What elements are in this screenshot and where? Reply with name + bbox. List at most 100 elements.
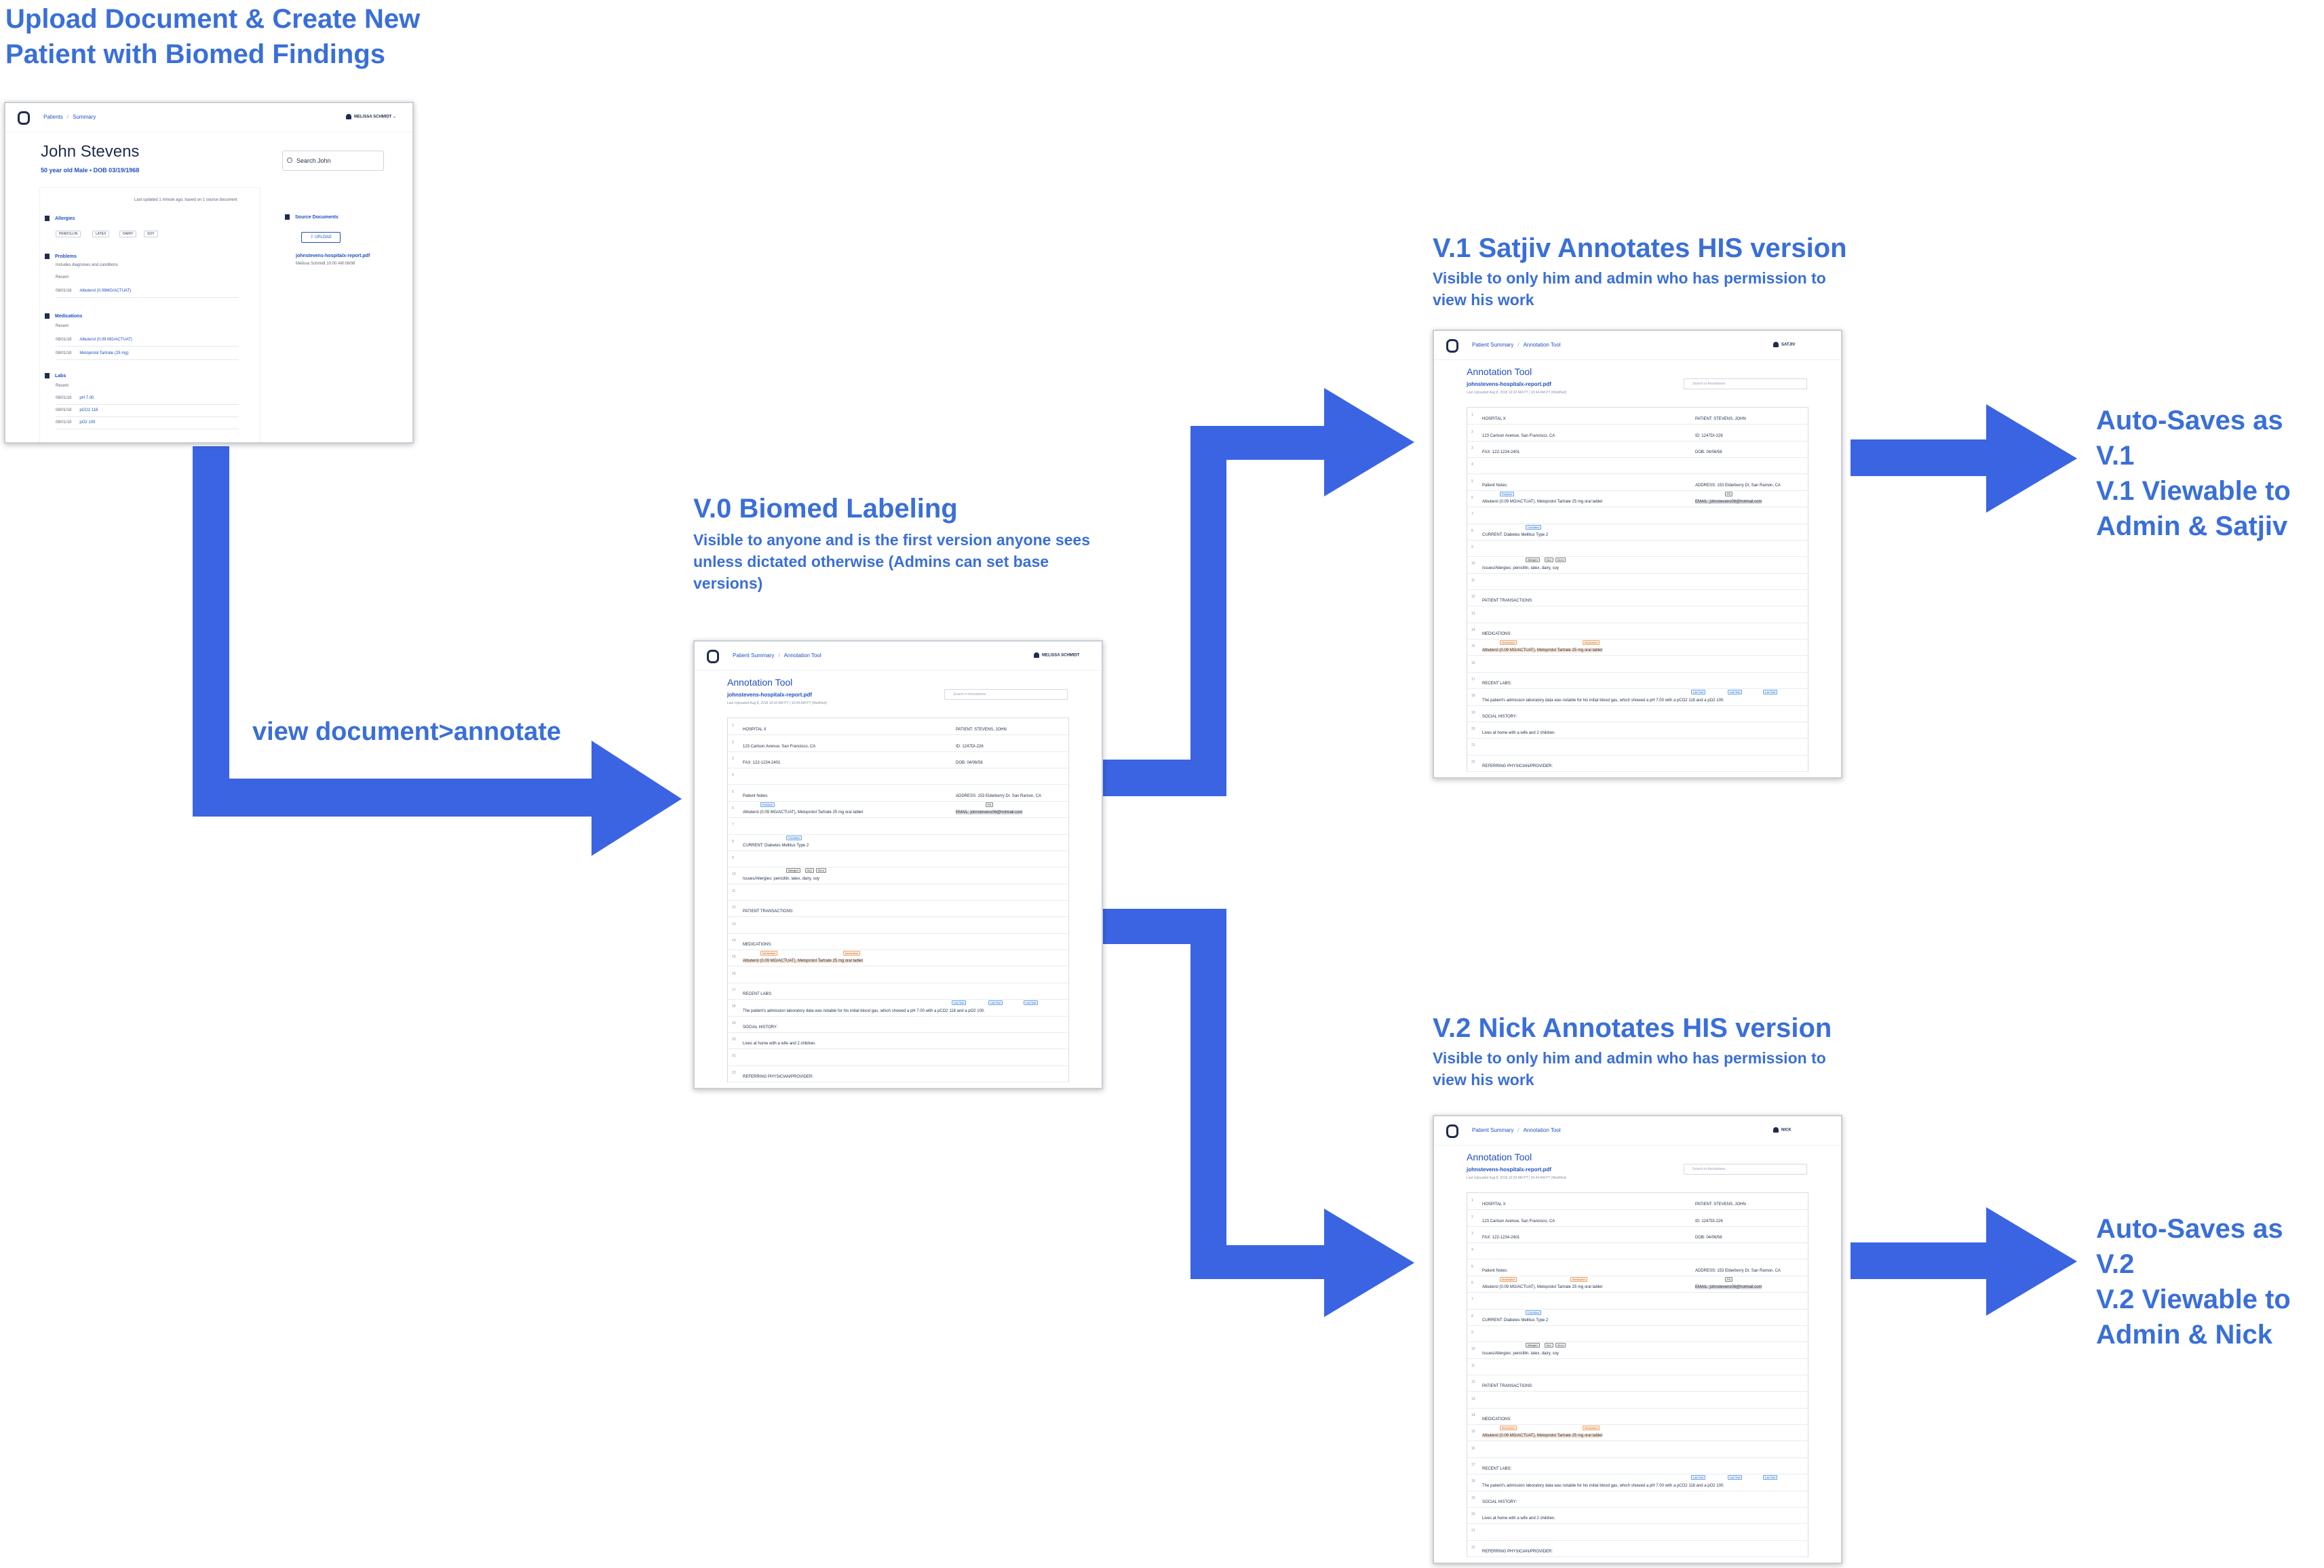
lab-test-tag[interactable]: Lab Test (988, 1000, 1003, 1006)
document-file-name[interactable]: johnstevens-hospitalx-report.pdf (1467, 1167, 1551, 1173)
allergen-tag[interactable]: Allergen (1526, 1343, 1540, 1348)
allergen-tag[interactable]: ALL (1545, 557, 1554, 563)
annotation-search-input[interactable]: Search in Annotations (1684, 378, 1807, 389)
breadcrumb-annotation-tool[interactable]: Annotation Tool (1523, 342, 1561, 348)
document-line[interactable]: 9 (1467, 1325, 1808, 1343)
document-line[interactable]: 16 (728, 966, 1068, 983)
document-line[interactable]: 7 (728, 817, 1068, 835)
allergen-tag[interactable]: Allergen (1526, 557, 1540, 563)
document-line[interactable]: 4 (728, 768, 1068, 785)
document-line[interactable]: 7 (1467, 507, 1808, 524)
patient-search-input[interactable]: Search John (282, 151, 384, 171)
document-line[interactable]: 4 (1467, 457, 1808, 475)
lab-test-tag[interactable]: Lab Test (1024, 1000, 1039, 1006)
document-line[interactable]: 21 (1467, 738, 1808, 756)
document-line[interactable]: 11 (1467, 573, 1808, 590)
allergen-tag[interactable]: ALLs (816, 868, 827, 874)
medication-tag[interactable]: Medication (1500, 1276, 1517, 1282)
medication-tag[interactable]: Medication (1570, 1276, 1588, 1282)
medication-tag[interactable]: Medication (1500, 640, 1517, 646)
breadcrumb-patients[interactable]: Patients (43, 114, 63, 120)
medication-tag[interactable]: Medication (843, 951, 861, 956)
medication-tag[interactable]: Medication (760, 951, 778, 956)
document-line[interactable]: 7 (1467, 1292, 1808, 1310)
source-file-link[interactable]: johnstevens-hospitalx-report.pdf (296, 254, 370, 258)
document-line[interactable]: 21 (1467, 1523, 1808, 1541)
lab-test-tag[interactable]: Lab Test (952, 1000, 967, 1006)
document-line[interactable]: 13 (1467, 1391, 1808, 1409)
lab-test-tag[interactable]: Lab Test (1728, 1475, 1743, 1481)
breadcrumb-annotation-tool[interactable]: Annotation Tool (1523, 1127, 1561, 1133)
problem-tag[interactable]: Problem (760, 802, 775, 807)
breadcrumb-patient-summary[interactable]: Patient Summary (1472, 1127, 1514, 1133)
allergen-tag[interactable]: ALL (805, 868, 815, 874)
pii-tag[interactable]: PII (1725, 491, 1732, 496)
document-line[interactable]: 13 (728, 916, 1068, 934)
annotation-search-input[interactable]: Search in Annotations (944, 689, 1068, 700)
lab-test-tag[interactable]: Lab Test (1728, 690, 1743, 695)
breadcrumb-summary[interactable]: Summary (73, 114, 96, 120)
lab-test-tag[interactable]: Lab Test (1691, 1475, 1706, 1481)
user-menu[interactable]: SATJIV (1773, 342, 1796, 347)
condition-tag[interactable]: Condition (1526, 1310, 1541, 1315)
user-menu[interactable]: NICK (1773, 1127, 1792, 1133)
allergen-tag[interactable]: ALL (1545, 1343, 1554, 1348)
document-line[interactable]: 11 (728, 884, 1068, 901)
allergen-tag[interactable]: ALLs (1555, 557, 1566, 563)
breadcrumb-patient-summary[interactable]: Patient Summary (733, 652, 775, 659)
allergen-tag[interactable]: ALLs (1555, 1343, 1566, 1348)
pii-tag[interactable]: PII (1725, 1276, 1732, 1282)
condition-tag[interactable]: Condition (786, 835, 802, 840)
document-file-name[interactable]: johnstevens-hospitalx-report.pdf (1467, 381, 1551, 387)
breadcrumb-patient-summary[interactable]: Patient Summary (1472, 342, 1514, 348)
medication-tag[interactable]: Medication (1500, 1426, 1517, 1431)
document-line[interactable]: 9 (1467, 540, 1808, 557)
lab-test-tag[interactable]: Lab Test (1763, 690, 1778, 695)
user-menu[interactable]: MELISSA SCHMIDT ⌄ (346, 114, 396, 119)
document-line[interactable]: 4 (1467, 1242, 1808, 1260)
document-file-name[interactable]: johnstevens-hospitalx-report.pdf (727, 692, 812, 698)
lab-test-tag[interactable]: Lab Test (1691, 690, 1706, 695)
